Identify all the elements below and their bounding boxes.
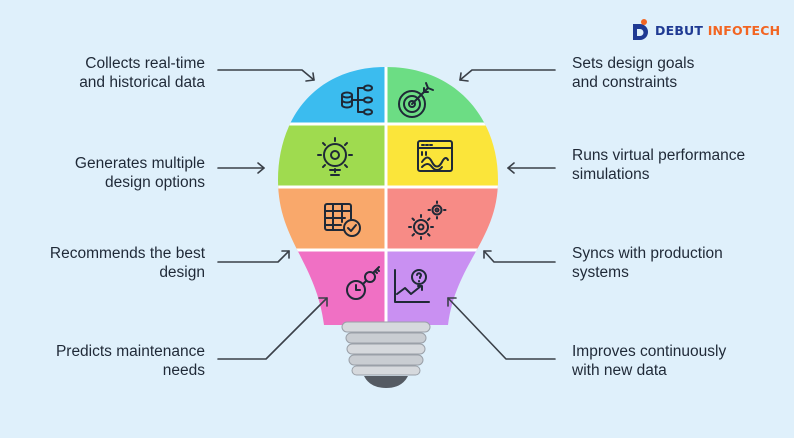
arrow-predicts bbox=[217, 297, 328, 360]
label-syncs-line2: systems bbox=[572, 264, 629, 281]
label-syncs: Syncs with production systems bbox=[572, 244, 723, 282]
target-icon bbox=[398, 82, 434, 118]
arrow-generates bbox=[217, 162, 265, 174]
bulb-base bbox=[341, 321, 431, 388]
arrow-improves bbox=[447, 297, 556, 360]
gears-icon bbox=[408, 200, 447, 240]
label-recommends: Recommends the best design bbox=[50, 244, 205, 282]
label-simulations: Runs virtual performance simulations bbox=[572, 146, 745, 184]
arrow-simulations bbox=[507, 162, 556, 174]
label-recommends-line1: Recommends the best bbox=[49, 245, 205, 262]
label-collects-line2: and historical data bbox=[79, 74, 205, 91]
label-generates-line1: Generates multiple bbox=[74, 155, 205, 172]
arrow-recommends bbox=[217, 250, 290, 263]
table-check-icon bbox=[324, 203, 361, 237]
label-recommends-line2: design bbox=[159, 264, 205, 281]
segment-predicts bbox=[278, 250, 386, 325]
database-icon bbox=[341, 84, 373, 116]
segment-generates bbox=[278, 124, 386, 187]
brand-logo: DEBUT INFOTECH bbox=[629, 18, 780, 42]
browser-chart-icon bbox=[417, 140, 453, 172]
label-predicts-line1: Predicts maintenance bbox=[55, 343, 205, 360]
label-collects: Collects real-time and historical data bbox=[79, 54, 205, 92]
label-collects-line1: Collects real-time bbox=[85, 55, 205, 72]
label-simulations-line2: simulations bbox=[572, 166, 650, 183]
gear-bulb-icon bbox=[317, 137, 353, 176]
brand-name-part1: DEBUT bbox=[655, 22, 704, 38]
segment-syncs bbox=[386, 187, 498, 250]
label-improves-line2: with new data bbox=[572, 362, 667, 379]
segment-simulations bbox=[386, 124, 498, 187]
label-generates: Generates multiple design options bbox=[75, 154, 205, 192]
label-syncs-line1: Syncs with production bbox=[572, 245, 723, 262]
arrow-sets-goals bbox=[459, 69, 556, 82]
label-predicts: Predicts maintenance needs bbox=[56, 342, 205, 380]
brand-name-part2: INFOTECH bbox=[707, 22, 781, 38]
label-sets-goals-line2: and constraints bbox=[572, 74, 678, 91]
chart-question-icon bbox=[394, 269, 430, 303]
label-sets-goals-line1: Sets design goals bbox=[572, 55, 695, 72]
arrow-syncs bbox=[483, 250, 556, 263]
label-predicts-line2: needs bbox=[162, 362, 205, 379]
label-simulations-line1: Runs virtual performance bbox=[572, 147, 746, 164]
label-sets-goals: Sets design goals and constraints bbox=[572, 54, 694, 92]
arrow-collects bbox=[217, 69, 315, 82]
clock-key-icon bbox=[346, 266, 380, 300]
bulb bbox=[278, 67, 498, 325]
label-improves: Improves continuously with new data bbox=[572, 342, 726, 380]
label-generates-line2: design options bbox=[105, 174, 205, 191]
label-improves-line1: Improves continuously bbox=[572, 343, 727, 360]
logo-mark-icon bbox=[633, 19, 648, 40]
